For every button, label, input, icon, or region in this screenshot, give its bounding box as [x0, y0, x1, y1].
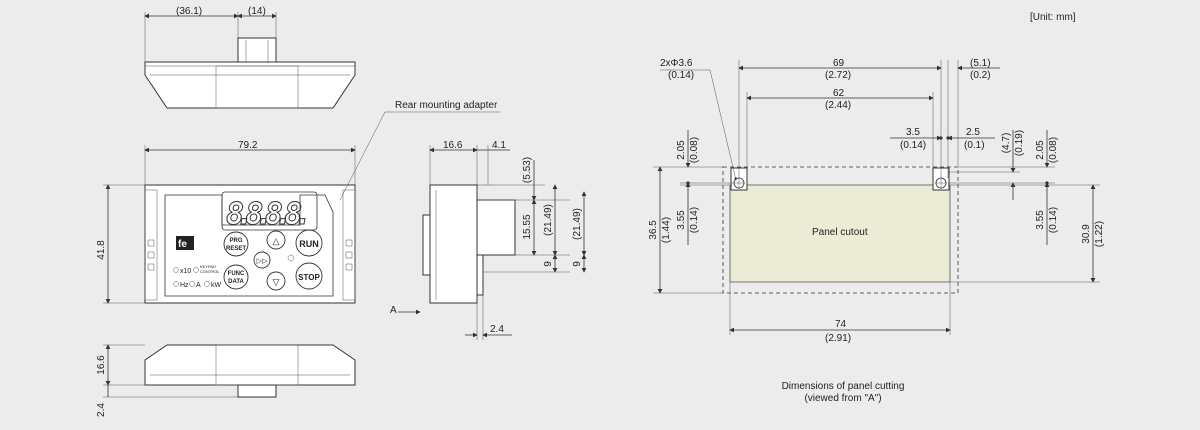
svg-text:STOP: STOP	[298, 273, 320, 282]
dim-2-05-right: 2.05	[1035, 140, 1046, 160]
svg-text:FUNC: FUNC	[228, 271, 245, 277]
unit-indicators: x10 KEYPAD CONTROL Hz A kW	[173, 264, 222, 289]
cutout-outer-dashed	[722, 166, 959, 294]
dim-4-7-in: (0.19)	[1014, 130, 1025, 156]
led-display	[221, 191, 318, 231]
dim-62-in: (2.44)	[825, 100, 851, 111]
dim-36-1: (36.1)	[176, 6, 202, 17]
dim-3-55-left-in: (0.14)	[689, 207, 700, 233]
run-led	[287, 254, 295, 262]
panel-cutout-label: Panel cutout	[812, 227, 868, 238]
dim-2-05-left: 2.05	[676, 140, 687, 160]
svg-text:Hz: Hz	[180, 282, 189, 289]
svg-text:x10: x10	[180, 268, 191, 275]
dim-3-55-left: 3.55	[676, 210, 687, 230]
up-arrow-icon: △	[273, 236, 280, 246]
caption-line-1: Dimensions of panel cutting	[782, 381, 905, 392]
led-digits: 8.8.8.8.	[226, 197, 312, 232]
dim-36-5: 36.5	[648, 220, 659, 240]
shift-key[interactable]: ▷▷	[253, 251, 271, 269]
bottom-view: 16.6 2.4	[96, 344, 356, 417]
side-adapter	[476, 199, 516, 256]
hole-spec: 2xΦ3.6	[660, 58, 693, 69]
dim-9-a: 9	[543, 261, 554, 267]
dim-21-49-a: (21.49)	[543, 204, 554, 236]
svg-text:A: A	[196, 282, 201, 289]
dim-4-1-side: 4.1	[492, 140, 506, 151]
svg-text:DATA: DATA	[228, 279, 244, 285]
adapter-bottom	[237, 384, 277, 398]
hole-spec-in: (0.14)	[668, 70, 694, 81]
panel-cutout-view: Panel cutout 2xΦ3.6 (0.14) 69 (2.72) 62 …	[648, 58, 1105, 404]
dim-2-5: 2.5	[966, 127, 980, 138]
dim-74: 74	[835, 319, 847, 330]
dim-2-4-side: 2.4	[490, 324, 504, 335]
rear-mounting-adapter-label: Rear mounting adapter	[395, 100, 498, 111]
dim-2-4-bottom: 2.4	[96, 403, 107, 417]
svg-text:RUN: RUN	[299, 239, 319, 249]
dim-62: 62	[833, 88, 845, 99]
dim-30-9: 30.9	[1081, 224, 1092, 244]
dim-14: (14)	[248, 6, 266, 17]
prg-reset-key[interactable]: PRG RESET	[223, 231, 249, 257]
dim-21-49-b: (21.49)	[572, 208, 583, 240]
dim-2-05-left-in: (0.08)	[689, 137, 700, 163]
caption-line-2: (viewed from "A")	[804, 393, 881, 404]
dim-3-5-in: (0.14)	[900, 140, 926, 151]
dim-16-6-side: 16.6	[443, 140, 463, 151]
dim-3-55-right-in: (0.14)	[1048, 207, 1059, 233]
down-arrow-icon: ▽	[273, 277, 280, 287]
fuji-logo-icon	[176, 236, 194, 250]
side-view-body	[429, 184, 478, 304]
panel-cutout-area	[729, 184, 951, 283]
svg-text:PRG: PRG	[229, 238, 242, 244]
run-key[interactable]: RUN	[295, 229, 323, 257]
dim-5-1: (5.1)	[970, 58, 991, 69]
dim-79-2: 79.2	[238, 140, 258, 151]
dim-2-05-right-in: (0.08)	[1048, 137, 1059, 163]
dim-5-53: (5.53)	[522, 157, 533, 183]
dim-36-5-in: (1.44)	[661, 217, 672, 243]
front-view: 79.2 41.8 8.8.8.8. fe PRG RESET FUNC DAT…	[96, 100, 500, 304]
shift-arrow-icon: ▷▷	[257, 258, 268, 265]
unit-note: [Unit: mm]	[1030, 12, 1076, 23]
side-view: 16.6 4.1 (5.53) 15.55 (21.49) (21.49) 9 …	[390, 140, 587, 340]
dim-9-b: 9	[572, 261, 583, 267]
dim-30-9-in: (1.22)	[1094, 221, 1105, 247]
dim-74-in: (2.91)	[825, 333, 851, 344]
dim-4-7: (4.7)	[1001, 133, 1012, 154]
dim-41-8: 41.8	[96, 240, 107, 260]
svg-text:kW: kW	[211, 282, 222, 289]
dim-69: 69	[833, 58, 845, 69]
dim-2-5-in: (0.1)	[964, 140, 985, 151]
svg-text:fe: fe	[178, 239, 187, 250]
dim-15-55: 15.55	[522, 214, 533, 239]
up-key[interactable]: △	[266, 230, 286, 250]
func-data-key[interactable]: FUNC DATA	[223, 264, 249, 290]
top-view: (36.1) (14)	[144, 6, 356, 109]
svg-text:CONTROL: CONTROL	[200, 269, 220, 274]
dim-69-in: (2.72)	[825, 70, 851, 81]
stop-key[interactable]: STOP	[295, 262, 323, 290]
view-arrow-a-label: A	[390, 305, 397, 316]
dim-3-55-right: 3.55	[1035, 210, 1046, 230]
bottom-view-body	[144, 344, 356, 386]
adapter-leader-line	[339, 111, 386, 201]
adapter-top	[237, 37, 277, 64]
dim-5-1-in: (0.2)	[970, 70, 991, 81]
dim-3-5: 3.5	[906, 127, 920, 138]
svg-text:KEYPAD: KEYPAD	[200, 264, 216, 269]
dim-16-6-bottom: 16.6	[96, 355, 107, 375]
svg-text:RESET: RESET	[226, 246, 246, 252]
down-key[interactable]: ▽	[266, 271, 286, 291]
top-view-body	[144, 61, 356, 109]
